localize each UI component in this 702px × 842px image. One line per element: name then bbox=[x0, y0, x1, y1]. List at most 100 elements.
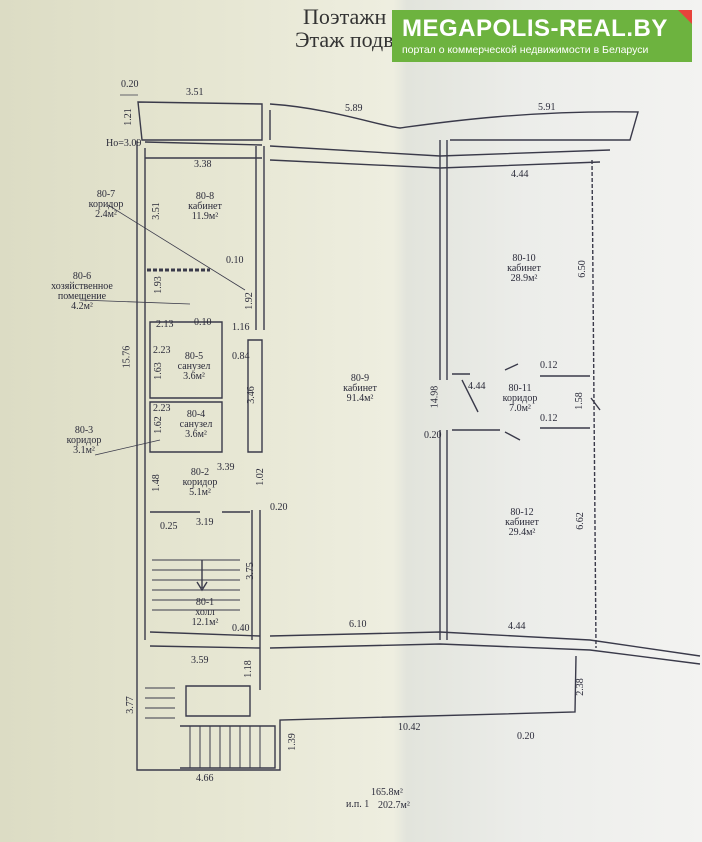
total-prefix: и.п. 1 bbox=[346, 799, 370, 810]
room-num: 80-12 bbox=[510, 507, 534, 518]
dim-label: 1.63 bbox=[152, 362, 164, 380]
dim-label: 2.23 bbox=[153, 345, 171, 356]
room-label-80-5: 80-5 санузел 3.6м² bbox=[178, 352, 211, 382]
room-label-80-2: 80-2 коридор 5.1м² bbox=[183, 468, 218, 498]
room-num: 80-1 bbox=[195, 597, 215, 608]
room-name: кабинет bbox=[507, 263, 541, 274]
leader-80-6 bbox=[79, 299, 191, 305]
corridor-80-11-walls bbox=[452, 373, 590, 431]
megapolis-watermark: MEGAPOLIS-REAL.BY портал о коммерческой … bbox=[392, 10, 692, 62]
dim-label: 3.39 bbox=[217, 462, 235, 473]
badge-corner bbox=[678, 10, 692, 24]
dim-label: 0.20 bbox=[424, 430, 442, 441]
dim-label: 0.25 bbox=[160, 521, 178, 532]
dim-label: 1.48 bbox=[150, 474, 162, 492]
room-label-80-11: 80-11 коридор 7.0м² bbox=[503, 384, 538, 414]
dim-label: 6.50 bbox=[576, 260, 588, 278]
room-label-80-6: 80-6 хозяйственное помещение 4.2м² bbox=[51, 272, 113, 312]
plan-title-line2: Этаж подв bbox=[295, 27, 394, 52]
badge-tagline: портал о коммерческой недвижимости в Бел… bbox=[402, 44, 649, 56]
room-area: 4.2м² bbox=[71, 301, 93, 312]
dim-label: 3.38 bbox=[194, 159, 212, 170]
room-area: 7.0м² bbox=[509, 403, 531, 414]
dim-label: 1.18 bbox=[242, 660, 254, 678]
room-area: 2.4м² bbox=[95, 209, 117, 220]
dim-label: 3.75 bbox=[244, 562, 256, 580]
room-name: кабинет bbox=[188, 201, 222, 212]
dim-label: 1.16 bbox=[232, 322, 250, 333]
dim-label: 2.23 bbox=[153, 403, 171, 414]
room-area: 3.6м² bbox=[183, 371, 205, 382]
wall-80-10-left bbox=[439, 140, 448, 380]
room-num: 80-2 bbox=[190, 467, 210, 478]
room-name: кабинет bbox=[505, 517, 539, 528]
stair-wall bbox=[251, 510, 261, 690]
dim-label: 1.92 bbox=[243, 292, 255, 310]
room-name: коридор bbox=[66, 435, 102, 446]
total-area: 165.8м² bbox=[371, 787, 403, 798]
dim-label: 1.62 bbox=[152, 416, 164, 434]
room-name: коридор bbox=[502, 393, 538, 404]
steps-lines bbox=[189, 726, 261, 768]
room-num: 80-9 bbox=[350, 373, 370, 384]
door-swings bbox=[461, 363, 601, 441]
dim-label: 0.20 bbox=[517, 731, 535, 742]
bottom-window-band bbox=[149, 631, 701, 665]
room-label-80-4: 80-4 санузел 3.6м² bbox=[180, 410, 213, 440]
room-name2: помещение bbox=[57, 291, 107, 302]
room-name: санузел bbox=[177, 361, 211, 372]
ramp-lines bbox=[145, 687, 175, 719]
dim-label: 15.76 bbox=[121, 345, 133, 369]
top-outer-wall bbox=[269, 103, 639, 141]
room-name: холл bbox=[195, 607, 215, 618]
room-num: 80-10 bbox=[512, 253, 536, 264]
dim-label: 3.77 bbox=[124, 696, 136, 714]
room-label-80-10: 80-10 кабинет 28.9м² bbox=[507, 254, 541, 284]
room-name: кабинет bbox=[343, 383, 377, 394]
room-name: коридор bbox=[88, 199, 124, 210]
room-num: 80-4 bbox=[186, 409, 206, 420]
room-name: коридор bbox=[182, 477, 218, 488]
room-label-80-7: 80-7 коридор 2.4м² bbox=[89, 190, 124, 220]
room-name: хозяйственное bbox=[51, 281, 113, 292]
room-area: 5.1м² bbox=[189, 487, 211, 498]
dim-label: 3.51 bbox=[186, 87, 204, 98]
dim-label: 5.91 bbox=[538, 102, 556, 113]
room-area: 3.6м² bbox=[185, 429, 207, 440]
total-area-alt: 202.7м² bbox=[378, 800, 410, 811]
shaft-wall bbox=[247, 339, 263, 453]
leader-80-7 bbox=[107, 204, 246, 291]
dim-label: 0.10 bbox=[226, 255, 244, 266]
room-label-80-3: 80-3 коридор 3.1м² bbox=[67, 426, 102, 456]
dim-label: 0.84 bbox=[232, 351, 250, 362]
dim-label: 4.44 bbox=[468, 381, 486, 392]
room-label-80-1: 80-1 холл 12.1м² bbox=[192, 598, 219, 628]
dim-label: 10.42 bbox=[398, 722, 421, 733]
steps-outline bbox=[180, 725, 276, 769]
dim-label: 0.12 bbox=[540, 413, 558, 424]
room-label-80-12: 80-12 кабинет 29.4м² bbox=[505, 508, 539, 538]
entrance-outline bbox=[136, 655, 577, 771]
dim-label: 6.10 bbox=[349, 619, 367, 630]
badge-brand: MEGAPOLIS-REAL.BY bbox=[402, 15, 668, 42]
stair-arrow bbox=[196, 560, 208, 592]
entrance-box bbox=[185, 685, 251, 717]
dim-label: 3.59 bbox=[191, 655, 209, 666]
dim-label: 5.89 bbox=[345, 103, 363, 114]
room-label-80-9: 80-9 кабинет 91.4м² bbox=[343, 374, 377, 404]
plan-title-line1: Поэтажн bbox=[303, 4, 387, 29]
dim-label: 0.12 bbox=[540, 360, 558, 371]
dim-label: 6.62 bbox=[574, 512, 586, 530]
dim-label: 0.20 bbox=[121, 79, 139, 90]
dim-label: 0.10 bbox=[194, 317, 212, 328]
stair-steps bbox=[152, 559, 240, 611]
room-area: 3.1м² bbox=[73, 445, 95, 456]
room-80-5-box bbox=[149, 321, 223, 399]
dim-label: 4.44 bbox=[511, 169, 529, 180]
dim-label: 2.13 bbox=[156, 319, 174, 330]
dim-label: 3.19 bbox=[196, 517, 214, 528]
dim-label: 2.38 bbox=[574, 678, 586, 696]
dim-label: 1.93 bbox=[152, 276, 164, 294]
room-num: 80-8 bbox=[195, 191, 215, 202]
